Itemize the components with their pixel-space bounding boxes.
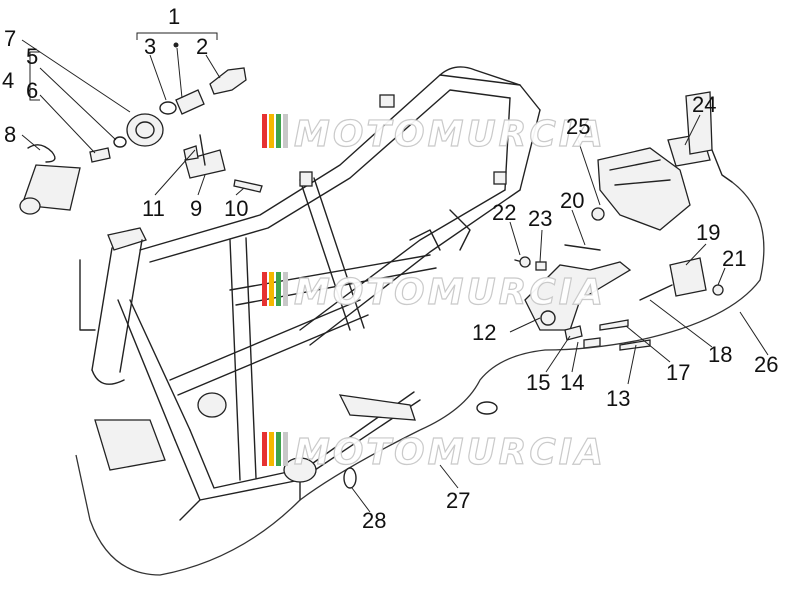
callout-22: 22 xyxy=(492,200,516,225)
callout-26: 26 xyxy=(754,352,778,377)
watermark-text: MOTOMURCIA xyxy=(294,432,606,473)
callout-labels: 1 2 3 4 5 6 7 8 9 10 11 12 13 14 15 17 1… xyxy=(2,4,778,533)
cables xyxy=(75,181,765,576)
watermark-text: MOTOMURCIA xyxy=(294,272,606,313)
callout-12: 12 xyxy=(472,320,496,345)
callout-21: 21 xyxy=(722,246,746,271)
callout-9: 9 xyxy=(190,196,202,221)
callout-14: 14 xyxy=(560,370,584,395)
steering-lock-group xyxy=(19,32,263,215)
callout-3: 3 xyxy=(144,34,156,59)
callout-18: 18 xyxy=(708,342,732,367)
scooter-frame xyxy=(79,66,541,521)
callout-20: 20 xyxy=(560,188,584,213)
watermark-top: MOTOMURCIA xyxy=(262,113,606,156)
callout-11: 11 xyxy=(142,196,165,221)
seat-hinge-group xyxy=(591,91,733,231)
seat-latch-group xyxy=(514,244,724,351)
callout-23: 23 xyxy=(528,206,552,231)
callout-27: 27 xyxy=(446,488,470,513)
callout-2: 2 xyxy=(196,34,208,59)
callout-6: 6 xyxy=(26,78,38,103)
callout-8: 8 xyxy=(4,122,16,147)
callout-5: 5 xyxy=(26,44,38,69)
leader-lines xyxy=(21,39,769,513)
callout-4: 4 xyxy=(2,68,14,93)
watermark-text: MOTOMURCIA xyxy=(294,114,606,155)
watermark-bottom: MOTOMURCIA xyxy=(262,431,606,474)
callout-17: 17 xyxy=(666,360,690,385)
callout-7: 7 xyxy=(4,26,16,51)
callout-19: 19 xyxy=(696,220,720,245)
callout-1: 1 xyxy=(168,4,180,29)
watermark-middle: MOTOMURCIA xyxy=(262,271,606,314)
callout-25: 25 xyxy=(566,114,590,139)
callout-10: 10 xyxy=(224,196,248,221)
callout-28: 28 xyxy=(362,508,386,533)
callout-15: 15 xyxy=(526,370,550,395)
callout-24: 24 xyxy=(692,92,716,117)
callout-13: 13 xyxy=(606,386,630,411)
